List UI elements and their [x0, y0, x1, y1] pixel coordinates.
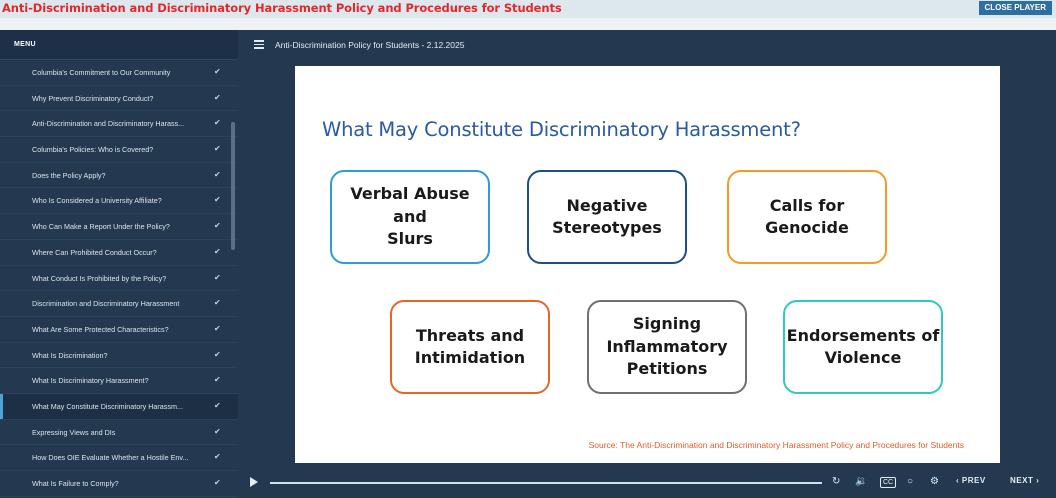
check-icon: ✔	[214, 221, 221, 231]
check-icon: ✔	[214, 298, 221, 308]
player-controls: ↻ 🔉 CC ○ ⚙ ‹ PREV NEXT ›	[238, 468, 1056, 498]
sidebar-item[interactable]: Does the Policy Apply? ✔	[0, 163, 238, 189]
sidebar-item[interactable]: Who Can Make a Report Under the Policy? ✔	[0, 214, 238, 240]
sidebar-item[interactable]: Discrimination and Discriminatory Harass…	[0, 291, 238, 317]
course-title: Anti-Discrimination and Discriminatory H…	[2, 1, 562, 15]
progress-bar[interactable]	[270, 482, 822, 484]
menu-list: Columbia's Commitment to Our Community✔W…	[0, 60, 238, 497]
top-gap	[0, 18, 1056, 30]
captions-icon[interactable]: CC	[880, 477, 897, 488]
sidebar-item[interactable]: Expressing Views and DIs ✔	[0, 420, 238, 446]
sidebar-item-label: What Is Failure to Comply?	[32, 479, 119, 488]
box-endorsements-of-violence: Endorsements of Violence	[783, 300, 943, 394]
next-label: NEXT	[1010, 476, 1034, 485]
playback-speed-icon[interactable]: ○	[907, 476, 914, 487]
sidebar-item-label: Where Can Prohibited Conduct Occur?	[32, 247, 157, 257]
progress-fill	[270, 482, 822, 484]
box-text: Signing Inflammatory Petitions	[606, 314, 728, 379]
check-icon: ✔	[214, 195, 221, 205]
sidebar-item-label: Expressing Views and DIs	[32, 427, 116, 437]
sidebar-item-label: What Are Some Protected Characteristics?	[32, 324, 169, 334]
sidebar-item-label: Columbia's Policies: Who is Covered?	[32, 145, 154, 155]
box-text: Threats and Intimidation	[414, 325, 526, 367]
check-icon: ✔	[214, 400, 221, 410]
check-icon: ✔	[214, 92, 221, 102]
check-icon: ✔	[214, 144, 221, 154]
box-calls-for-genocide: Calls for Genocide	[727, 170, 887, 264]
check-icon: ✔	[214, 169, 221, 179]
prev-label: PREV	[961, 476, 986, 485]
sidebar-item-label: What Conduct Is Prohibited by the Policy…	[32, 273, 167, 283]
check-icon: ✔	[214, 67, 221, 76]
sidebar-item-label: Anti-Discrimination and Discriminatory H…	[32, 119, 185, 129]
sidebar-item[interactable]: Anti-Discrimination and Discriminatory H…	[0, 111, 238, 138]
slide: What May Constitute Discriminatory Haras…	[295, 66, 1000, 463]
slide-title: What May Constitute Discriminatory Haras…	[322, 118, 801, 141]
check-icon: ✔	[214, 375, 221, 385]
menu-header: MENU	[0, 30, 238, 60]
sidebar-item[interactable]: Where Can Prohibited Conduct Occur? ✔	[0, 240, 238, 266]
chevron-right-icon: ›	[1033, 476, 1040, 485]
next-button[interactable]: NEXT ›	[1010, 476, 1039, 485]
sidebar: MENU Columbia's Commitment to Our Commun…	[0, 30, 238, 498]
sidebar-item[interactable]: How Does OIE Evaluate Whether a Hostile …	[0, 445, 238, 471]
box-threats: Threats and Intimidation	[390, 300, 550, 394]
chevron-left-icon: ‹	[956, 476, 962, 485]
slide-source: Source: The Anti-Discrimination and Disc…	[588, 440, 964, 450]
sidebar-item-label: Discrimination and Discriminatory Harass…	[32, 299, 180, 309]
sidebar-item-label: What May Constitute Discriminatory Haras…	[32, 401, 183, 411]
prev-button[interactable]: ‹ PREV	[956, 476, 986, 485]
sidebar-item[interactable]: What Is Discriminatory Harassment? ✔	[0, 368, 238, 394]
sidebar-item-label: Columbia's Commitment to Our Community	[32, 68, 171, 77]
sidebar-item[interactable]: Who Is Considered a University Affiliate…	[0, 188, 238, 215]
top-bar: Anti-Discrimination and Discriminatory H…	[0, 0, 1056, 18]
sidebar-item-label: How Does OIE Evaluate Whether a Hostile …	[32, 453, 189, 463]
box-text: Negative Stereotypes	[552, 195, 662, 237]
sidebar-item[interactable]: What Is Discrimination? ✔	[0, 343, 238, 369]
box-verbal-abuse: Verbal Abuse and Slurs	[330, 170, 490, 264]
player: MENU Columbia's Commitment to Our Commun…	[0, 30, 1056, 498]
sidebar-item[interactable]: What Conduct Is Prohibited by the Policy…	[0, 266, 238, 292]
settings-icon[interactable]: ⚙	[930, 476, 939, 487]
check-icon: ✔	[214, 478, 221, 487]
sidebar-item-label: Who Is Considered a University Affiliate…	[32, 196, 162, 206]
replay-icon[interactable]: ↻	[832, 476, 841, 487]
check-icon: ✔	[214, 323, 221, 333]
lesson-header: Anti-Discrimination Policy for Students …	[238, 30, 1056, 60]
box-text: Verbal Abuse and Slurs	[350, 184, 470, 249]
play-icon[interactable]	[250, 477, 258, 487]
check-icon: ✔	[214, 246, 221, 256]
lesson-title: Anti-Discrimination Policy for Students …	[275, 40, 465, 50]
volume-icon[interactable]: 🔉	[855, 476, 868, 487]
sidebar-item[interactable]: What Is Failure to Comply? ✔	[0, 471, 238, 497]
hamburger-menu-icon[interactable]	[254, 40, 264, 49]
check-icon: ✔	[214, 452, 221, 462]
check-icon: ✔	[214, 349, 221, 359]
sidebar-item-label: What Is Discrimination?	[32, 350, 108, 360]
check-icon: ✔	[214, 272, 221, 282]
sidebar-item[interactable]: Why Prevent Discriminatory Conduct? ✔	[0, 86, 238, 112]
sidebar-item-label: Why Prevent Discriminatory Conduct?	[32, 93, 154, 103]
box-signing-petitions: Signing Inflammatory Petitions	[587, 300, 747, 394]
box-text: Endorsements of Violence	[786, 325, 940, 367]
sidebar-item[interactable]: Columbia's Commitment to Our Community ✔	[0, 60, 238, 86]
sidebar-item-label: Who Can Make a Report Under the Policy?	[32, 222, 170, 232]
sidebar-scrollbar-thumb[interactable]	[231, 122, 235, 250]
check-icon: ✔	[214, 426, 221, 436]
menu-label: MENU	[14, 41, 36, 48]
box-negative-stereotypes: Negative Stereotypes	[527, 170, 687, 264]
sidebar-item-label: What Is Discriminatory Harassment?	[32, 376, 149, 386]
sidebar-item-label: Does the Policy Apply?	[32, 170, 106, 180]
box-text: Calls for Genocide	[765, 195, 849, 237]
sidebar-item[interactable]: Columbia's Policies: Who is Covered? ✔	[0, 137, 238, 163]
main-area: Anti-Discrimination Policy for Students …	[238, 30, 1056, 498]
close-player-button[interactable]: CLOSE PLAYER	[978, 1, 1052, 15]
check-icon: ✔	[214, 118, 221, 128]
sidebar-item[interactable]: What May Constitute Discriminatory Haras…	[0, 393, 238, 420]
sidebar-item[interactable]: What Are Some Protected Characteristics?…	[0, 317, 238, 343]
